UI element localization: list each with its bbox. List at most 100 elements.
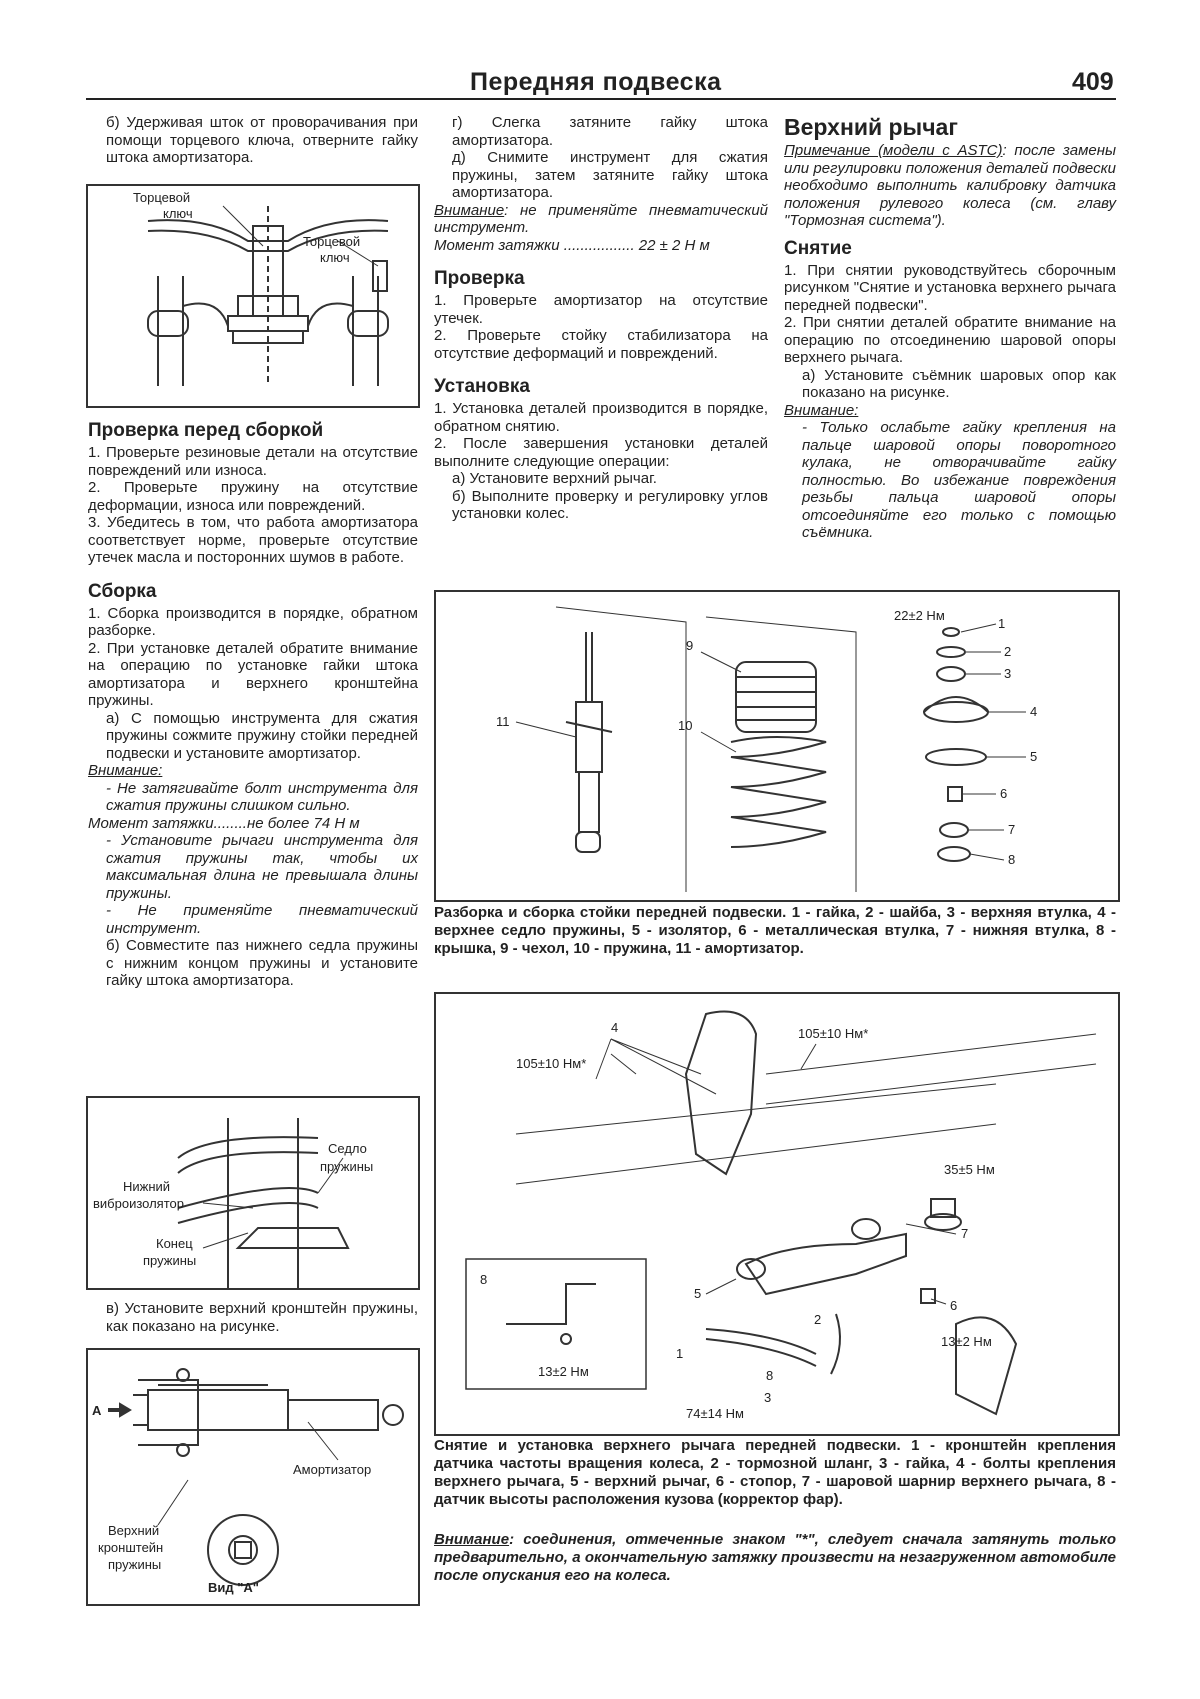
spring-label-isolator: Нижний	[123, 1179, 170, 1194]
bracket-label-upper-c: пружины	[108, 1557, 161, 1572]
strut-n7: 7	[1008, 822, 1015, 837]
assembly-p3: а) С помощью инструмента для сжатия пруж…	[106, 709, 418, 762]
arm-warning: Внимание: соединения, отмеченные знаком …	[434, 1531, 1116, 1585]
arm-n6: 6	[950, 1298, 957, 1313]
arm-n8: 8	[480, 1272, 487, 1287]
col1-intro: б) Удерживая шток от проворачивания при …	[106, 114, 418, 166]
col2-d: д) Снимите инструмент для сжатия пружины…	[452, 149, 768, 201]
assembly-torque: Момент затяжки........не более 74 Н м	[88, 814, 360, 832]
col2-torque: Момент затяжки ................. 22 ± 2 …	[434, 236, 710, 254]
figure-spring-seat: Седло пружины Нижний виброизолятор Конец…	[86, 1096, 420, 1290]
arm-n2: 2	[814, 1312, 821, 1327]
arm-n4: 4	[611, 1020, 618, 1035]
arm-torque-6: 74±14 Нм	[686, 1406, 744, 1421]
assembly-warn-3: - Не применяйте пневматический инструмен…	[106, 902, 418, 937]
strut-n5: 5	[1030, 749, 1037, 764]
bracket-diagram: А Амортизатор Верхний кронштейн пружины …	[92, 1368, 404, 1595]
arm-torque-4: 13±2 Нм	[941, 1334, 992, 1349]
spring-label-seat: Седло	[328, 1141, 367, 1156]
arm-torque-5: 13±2 Нм	[538, 1364, 589, 1379]
strut-n2: 2	[1004, 644, 1011, 659]
check-before-p1: 1. Проверьте резиновые детали на отсутст…	[88, 444, 418, 479]
removal-warn-label: Внимание:	[784, 401, 859, 419]
figure-upper-arm: 4 105±10 Нм* 105±10 Нм* 35±5 Нм 7 6 13±2…	[434, 992, 1120, 1436]
upper-arm-diagram: 4 105±10 Нм* 105±10 Нм* 35±5 Нм 7 6 13±2…	[465, 1010, 1097, 1421]
strut-n11: 11	[496, 714, 510, 729]
wrench-label-1: Торцевой	[133, 190, 190, 205]
strut-torque: 22±2 Нм	[894, 608, 945, 623]
bracket-view-label: Вид "А"	[208, 1580, 259, 1595]
col3-note-label: Примечание (модели с ASTC)	[784, 142, 1003, 159]
check-p1: 1. Проверьте амортизатор на отсутствие у…	[434, 292, 768, 327]
arm-n1: 1	[676, 1346, 683, 1361]
install-p2: 2. После завершения установки деталей вы…	[434, 435, 768, 470]
col1-p5: в) Установите верхний кронштейн пружины,…	[106, 1300, 418, 1335]
bracket-arrow-label: А	[92, 1403, 102, 1418]
strut-n3: 3	[1004, 666, 1011, 681]
check-before-p2: 2. Проверьте пружину на отсутствие дефор…	[88, 479, 418, 514]
assembly-warn-2: - Установите рычаги инструмента для сжат…	[106, 832, 418, 902]
arm-warn-label: Внимание	[434, 1531, 510, 1548]
page-title: Передняя подвеска	[470, 68, 722, 96]
install-p1: 1. Установка деталей производится в поря…	[434, 400, 768, 435]
removal-warn-text: - Только ослабьте гайку крепления на пал…	[802, 419, 1116, 541]
figure-wrench: Торцевой ключ Торцевой ключ	[86, 184, 420, 408]
spring-seat-diagram: Седло пружины Нижний виброизолятор Конец…	[93, 1118, 373, 1288]
strut-caption: Разборка и сборка стойки передней подвес…	[434, 904, 1116, 957]
strut-n10: 10	[678, 718, 692, 733]
arm-torque-3: 35±5 Нм	[944, 1162, 995, 1177]
col2-g: г) Слегка затяните гайку штока амортизат…	[452, 114, 768, 149]
assembly-warn-label: Внимание:	[88, 762, 163, 779]
arm-caption: Снятие и установка верхнего рычага перед…	[434, 1437, 1116, 1508]
arm-n8b: 8	[766, 1368, 773, 1383]
install-title: Установка	[434, 376, 530, 397]
arm-torque-2: 105±10 Нм*	[798, 1026, 868, 1041]
strut-diagram: 22±2 Нм 1 2 3 4 5 6 7 8 9 10 11	[496, 606, 1037, 892]
col1-intro-block: б) Удерживая шток от проворачивания при …	[88, 114, 418, 167]
spring-label-end: Конец	[156, 1236, 193, 1251]
col3-note-text: : после замены или регулировки положения…	[784, 142, 1116, 229]
check-title: Проверка	[434, 268, 525, 289]
assembly-p2: 2. При установке деталей обратите вниман…	[88, 639, 418, 710]
col3-block: Верхний рычаг Примечание (модели с ASTC)…	[784, 114, 1116, 542]
strut-n1: 1	[998, 616, 1005, 631]
install-b: б) Выполните проверку и регулировку угло…	[452, 487, 768, 523]
wrench-diagram: Торцевой ключ Торцевой ключ	[133, 190, 389, 386]
page-number: 409	[1072, 68, 1114, 96]
col2-warn-label: Внимание	[434, 201, 505, 219]
spring-label-isolator-b: виброизолятор	[93, 1196, 184, 1211]
arm-n3: 3	[764, 1390, 771, 1405]
arm-n7: 7	[961, 1226, 968, 1241]
col1-sections: Проверка перед сборкой 1. Проверьте рези…	[88, 412, 418, 990]
strut-n4: 4	[1030, 704, 1037, 719]
check-before-p3: 3. Убедитесь в том, что работа амортизат…	[88, 514, 418, 566]
check-p2: 2. Проверьте стойку стабилизатора на отс…	[434, 327, 768, 362]
bracket-label-shock: Амортизатор	[293, 1462, 371, 1477]
strut-n8: 8	[1008, 852, 1015, 867]
spring-label-end-b: пружины	[143, 1253, 196, 1268]
arm-warn-text: : соединения, отмеченные знаком "*", сле…	[434, 1531, 1116, 1584]
col1-p5-block: в) Установите верхний кронштейн пружины,…	[88, 1300, 418, 1335]
strut-n6: 6	[1000, 786, 1007, 801]
assembly-warn-1: - Не затягивайте болт инструмента для сж…	[106, 779, 418, 815]
assembly-p1: 1. Сборка производится в порядке, обратн…	[88, 604, 418, 640]
header-divider	[86, 98, 1116, 100]
arm-n5: 5	[694, 1286, 701, 1301]
wrench-label-1b: ключ	[163, 206, 193, 221]
removal-a: а) Установите съёмник шаровых опор как п…	[802, 366, 1116, 402]
bracket-label-upper: Верхний	[108, 1523, 159, 1538]
wrench-label-2b: ключ	[320, 250, 350, 265]
strut-n9: 9	[686, 638, 693, 653]
assembly-p4: б) Совместите паз нижнего седла пружины …	[106, 937, 418, 989]
spring-label-seat-b: пружины	[320, 1159, 373, 1174]
install-a: а) Установите верхний рычаг.	[452, 470, 657, 487]
check-before-title: Проверка перед сборкой	[88, 420, 324, 441]
figure-bracket: А Амортизатор Верхний кронштейн пружины …	[86, 1348, 420, 1606]
removal-title: Снятие	[784, 237, 852, 259]
col2-block: г) Слегка затяните гайку штока амортизат…	[434, 114, 768, 523]
removal-p1: 1. При снятии руководствуйтесь сборочным…	[784, 261, 1116, 314]
bracket-label-upper-b: кронштейн	[98, 1540, 163, 1555]
arm-torque-1: 105±10 Нм*	[516, 1056, 586, 1071]
figure-strut: 22±2 Нм 1 2 3 4 5 6 7 8 9 10 11	[434, 590, 1120, 902]
removal-p2: 2. При снятии деталей обратите внимание …	[784, 314, 1116, 366]
